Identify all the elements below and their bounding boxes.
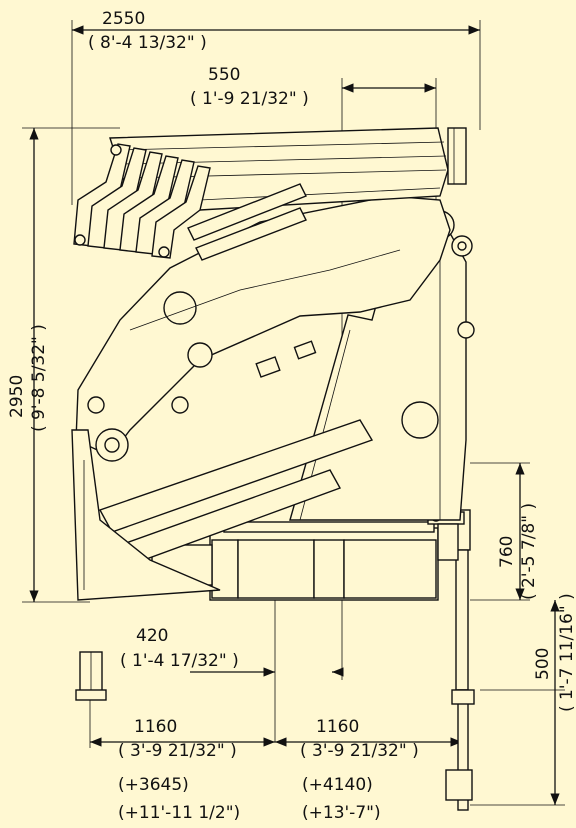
base-height-metric: 760 — [497, 536, 517, 568]
leg-extension-metric: 500 — [533, 648, 553, 680]
left-stabilizer-metric: 1160 — [134, 717, 177, 737]
overall-width-metric: 2550 — [102, 9, 145, 29]
overall-height-imperial: ( 9'-8 5/32" ) — [29, 324, 49, 432]
right-stabilizer-extended-metric: (+4140) — [302, 775, 373, 795]
dimension-labels: 2550 ( 8'-4 13/32" ) 550 ( 1'-9 21/32" )… — [7, 9, 576, 823]
overall-height-metric: 2950 — [7, 375, 27, 418]
base-height-imperial: ( 2'-5 7/8" ) — [519, 503, 539, 600]
inner-boom — [75, 195, 451, 462]
left-stabilizer-extended-imperial: (+11'-11 1/2") — [118, 803, 240, 823]
folded-extensions — [73, 143, 211, 259]
column-offset-metric: 550 — [208, 65, 240, 85]
left-outrigger-leg — [75, 651, 107, 701]
right-stabilizer-metric: 1160 — [316, 717, 359, 737]
leg-extension-imperial: ( 1'-7 11/16" ) — [557, 593, 576, 712]
left-stabilizer-extended-metric: (+3645) — [118, 775, 189, 795]
base-offset-metric: 420 — [136, 626, 168, 646]
lift-cylinder — [98, 340, 374, 569]
left-stabilizer-imperial: ( 3'-9 21/32" ) — [118, 741, 237, 761]
base-offset-imperial: ( 1'-4 17/32" ) — [120, 651, 239, 671]
right-stabilizer-extended-imperial: (+13'-7") — [302, 803, 381, 823]
overall-width-imperial: ( 8'-4 13/32" ) — [88, 33, 207, 53]
crane-illustration — [71, 127, 475, 811]
column-offset-imperial: ( 1'-9 21/32" ) — [190, 89, 309, 109]
right-stabilizer-imperial: ( 3'-9 21/32" ) — [300, 741, 419, 761]
lower-frame — [71, 429, 221, 601]
